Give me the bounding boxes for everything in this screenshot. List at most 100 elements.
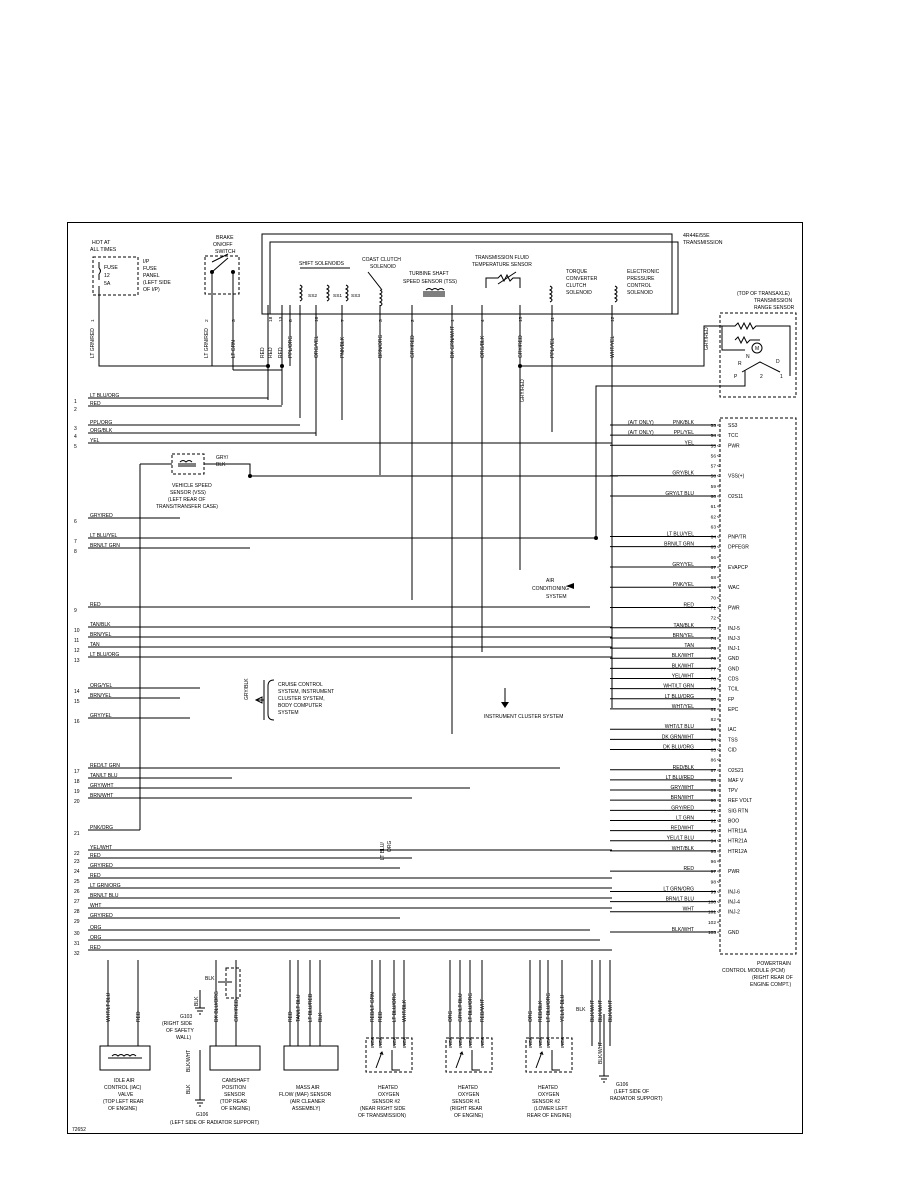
pcm-pin-number: 77 (711, 666, 717, 672)
pcm-pin-wire-label: BLK/WHT (672, 653, 694, 659)
top-wire-label: LT GRN/RED (90, 328, 96, 358)
pcm-pin-connector: < (717, 818, 720, 824)
pcm-pin-number: 69 (711, 585, 717, 591)
epc-line-4: SOLENOID (627, 290, 653, 296)
g103-loc-3: WALL) (176, 1035, 191, 1041)
left-pin-wire-label: PPL/ORG (90, 420, 112, 426)
left-pin-wire-label: LT BLU/ORG (90, 652, 119, 658)
iac-5: OF ENGINE) (108, 1106, 138, 1112)
bottom-wire-label: ORG (448, 1011, 454, 1023)
bottom-wire-label: RED/LT GRN (370, 992, 376, 1022)
pcm-pin-function: PNP/TR (728, 535, 747, 541)
pcm-pin-function: CDS (728, 677, 739, 683)
left-pin-number: 1 (74, 399, 77, 405)
top-wire-label: PPL/ORG (288, 336, 294, 358)
pcm-pin-connector: < (717, 575, 720, 581)
pcm-pin-connector: < (717, 545, 720, 551)
trs-p: P (734, 374, 738, 380)
pcm-1: POWERTRAIN (757, 961, 791, 967)
trs-circle: M (755, 346, 759, 352)
left-pin-wire-label: ORG/BLK (90, 428, 113, 434)
top-wire-pin: 7 (340, 319, 346, 322)
connector-label: INCA (402, 1036, 407, 1048)
pcm-pin-wire-label: RED/BLK (673, 765, 695, 771)
pcm-pin-function: CID (728, 747, 737, 753)
trs-sensor: (TOP OF TRANSAXLE) TRANSMISSION RANGE SE… (719, 291, 797, 398)
left-pin-wire-label: TAN/BLK (90, 622, 111, 628)
fuse-line-1: FUSE (104, 265, 118, 271)
pcm-pin-wire-label: RED/WHT (671, 826, 694, 832)
pcm-pin-number: 56 (711, 453, 717, 459)
pcm-pin-connector: < (717, 606, 720, 612)
bottom-wire-label: ORG (528, 1011, 534, 1023)
pcm-pin-connector: < (717, 687, 720, 693)
top-wire-pin: 3 (378, 319, 384, 322)
pcm-pin-number: 72 (711, 616, 717, 622)
vss-gry-1: GRY/ (216, 455, 229, 461)
instrument-cluster-label: INSTRUMENT CLUSTER SYSTEM (484, 714, 563, 720)
iac-1: IDLE AIR (114, 1078, 135, 1084)
left-pin-wire-label: GRY/RED (90, 913, 113, 919)
left-pin-wire-label: GRY/RED (90, 513, 113, 519)
ho2s1-2: OXYGEN (378, 1092, 400, 1098)
pcm-pin-connector: < (717, 798, 720, 804)
left-pin-number: 12 (74, 648, 80, 654)
left-pin-number: 15 (74, 699, 80, 705)
pcm-pin-function: VSS(+) (728, 474, 745, 480)
left-pin-number: 11 (74, 638, 79, 644)
pcm-pin-connector: < (717, 727, 720, 733)
pcm-pin-connector: < (717, 839, 720, 845)
pcm-pin-number: 94 (711, 839, 717, 845)
bottom-wire-label: LT BLU/RED (308, 993, 314, 1022)
trs-line-2: TRANSMISSION (754, 298, 792, 304)
pcm-pin-connector: < (717, 433, 720, 439)
pcm-pin-number: 61 (711, 504, 717, 510)
pcm-pin-connector: < (717, 474, 720, 480)
pcm-pin-connector: < (717, 900, 720, 906)
left-pin-wire-label: ORG (90, 925, 102, 931)
pcm-pin-function: GND (728, 666, 740, 672)
top-wire-label: WHT/YEL (610, 336, 616, 358)
pcm-pin-wire-label: BLK/WHT (672, 927, 694, 933)
pcm-pin-connector: < (717, 484, 720, 490)
pcm-pin-connector: < (717, 707, 720, 713)
pcm-pin-wire-label: DK GRN/WHT (662, 734, 694, 740)
bottom-wire-label: GRY/LT BLU (458, 993, 464, 1022)
pcm-pin-wire-label: YEL/LT BLU (667, 836, 695, 842)
bottom-wire-label: BLK/WHT (598, 1000, 604, 1022)
left-pin-number: 26 (74, 889, 80, 895)
pcm-pin-connector: < (717, 514, 720, 520)
left-pin-number: 21 (74, 831, 80, 837)
left-pin-wire-label: TAN (90, 642, 100, 648)
left-pin-wire-label: LT GRN/ORG (90, 883, 121, 889)
bottom-wire-label: RED (288, 1011, 294, 1022)
cmp-blk-wht: BLK/WHT (186, 1050, 192, 1072)
left-pin-wire-label: ORG (90, 935, 102, 941)
pcm-pin-connector: < (717, 443, 720, 449)
pcm-pin-number: 78 (711, 677, 717, 683)
cruise-3: CLUSTER SYSTEM, (278, 696, 325, 702)
bottom-wire-label: BLK (318, 1012, 324, 1022)
connector-label: INCA (370, 1036, 375, 1048)
pcm-pin-wire-label: BRN/WHT (671, 795, 694, 801)
pcm-pin-connector: < (717, 565, 720, 571)
pcm-pin-connector: < (717, 788, 720, 794)
pcm-pin-function: SS3 (728, 423, 738, 429)
pcm-pin-wire-label: YEL/WHT (672, 674, 694, 680)
pcm-pin-connector: < (717, 585, 720, 591)
top-wire-pin: 18 (268, 316, 274, 322)
cruise-2: SYSTEM, INSTRUMENT (278, 689, 334, 695)
coast-line-2: SOLENOID (370, 264, 396, 270)
left-pin-number: 19 (74, 789, 80, 795)
pcm-4: ENGINE COMPT.) (750, 982, 791, 988)
left-pin-number: 6 (74, 519, 77, 525)
ho2s2-5: OF ENGINE) (454, 1113, 484, 1119)
pcm-pin-connector: < (717, 930, 720, 936)
g106r-blk-wht: BLK/WHT (598, 1042, 604, 1064)
pcm-pin-number: 64 (711, 535, 717, 541)
pcm-pin-wire-label: BLK/WHT (672, 663, 694, 669)
pcm-pin-connector: < (717, 869, 720, 875)
trs-line-1: (TOP OF TRANSAXLE) (737, 291, 790, 297)
lt-blu-org-1: LT BLU/ (380, 842, 386, 860)
